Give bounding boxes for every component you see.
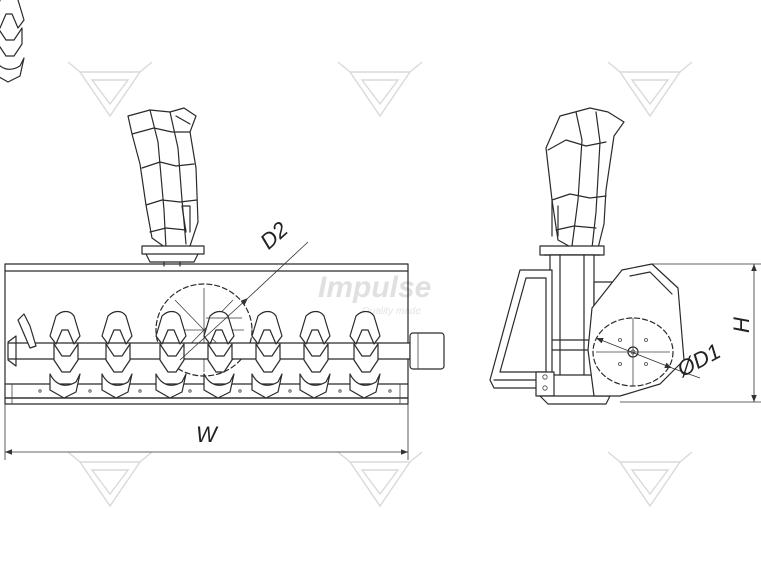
side-chute — [539, 107, 625, 256]
watermark-brand: Impulse — [318, 271, 431, 304]
auger-diameter-label: D2 — [255, 217, 293, 254]
front-chute — [127, 107, 205, 267]
front-auger-flights — [0, 0, 381, 399]
width-dimension: W — [4, 404, 409, 460]
side-view: ØD1 H — [489, 107, 761, 405]
front-view: W D2 — [0, 0, 445, 460]
watermark-tagline: Quality made — [362, 306, 421, 317]
width-label: W — [196, 422, 219, 447]
height-label: H — [729, 317, 754, 333]
side-body — [489, 254, 623, 405]
auger-diameter-dimension: D2 — [179, 217, 309, 361]
height-dimension: H — [620, 263, 761, 403]
